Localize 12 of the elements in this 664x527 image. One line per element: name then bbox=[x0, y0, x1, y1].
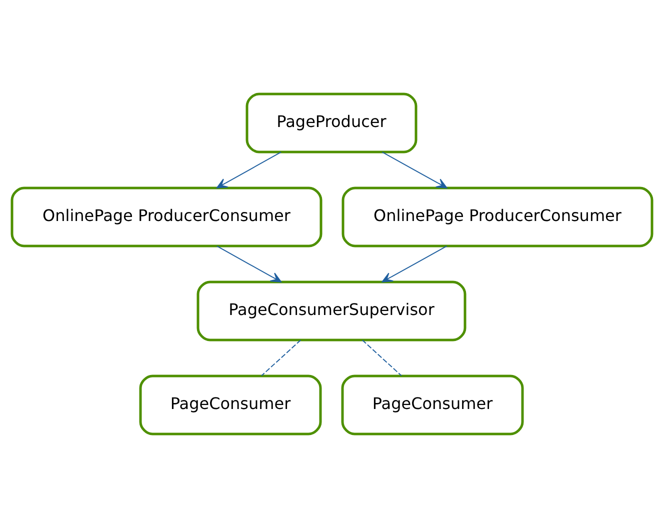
node-box: PageConsumerSupervisor bbox=[196, 280, 466, 341]
node-box: PageConsumer bbox=[139, 374, 322, 435]
node-box: PageConsumer bbox=[341, 374, 524, 435]
connector bbox=[362, 339, 402, 376]
arrow bbox=[216, 151, 282, 188]
arrow bbox=[382, 151, 448, 188]
node-box: PageProducer bbox=[246, 92, 418, 153]
connector bbox=[261, 339, 302, 376]
node-box: OnlinePage ProducerConsumer bbox=[10, 186, 322, 247]
arrow bbox=[382, 245, 448, 282]
arrow bbox=[216, 245, 282, 282]
node-box: OnlinePage ProducerConsumer bbox=[342, 186, 654, 247]
